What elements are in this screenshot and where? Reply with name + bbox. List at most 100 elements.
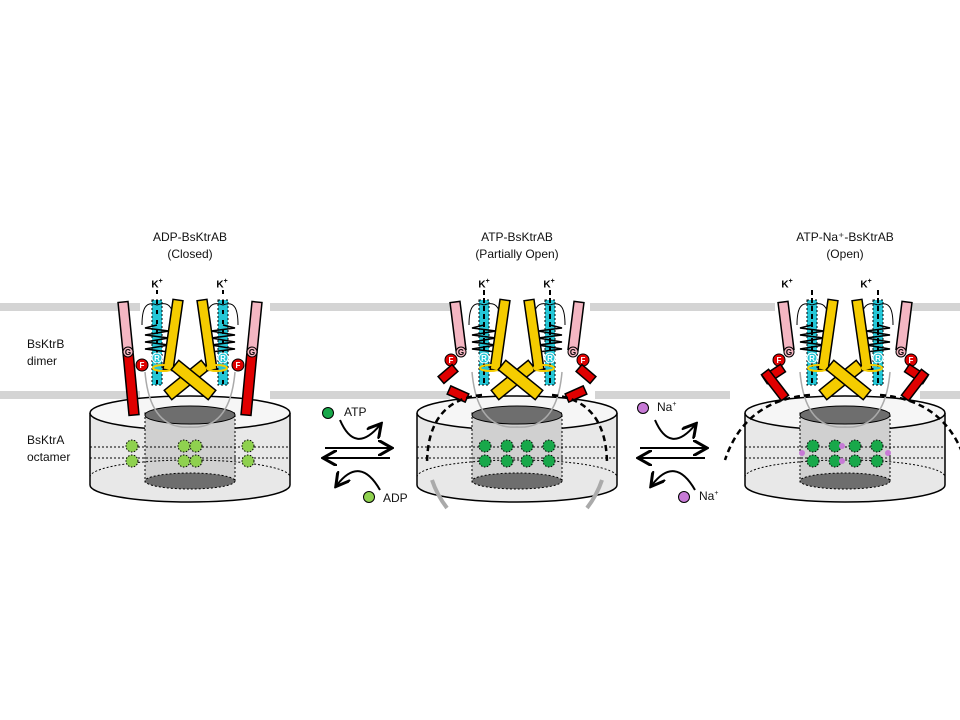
linker-loop — [799, 371, 891, 428]
atp-molecule — [848, 439, 862, 453]
atp-molecule — [520, 439, 534, 453]
adp-molecule — [177, 439, 191, 453]
pink-helix-left — [449, 300, 467, 352]
na-ion — [839, 443, 845, 449]
atp-label: ATP — [344, 405, 367, 419]
adp-molecule — [241, 439, 255, 453]
k-ion-label: K+ — [216, 278, 228, 291]
glycine-hinge-right — [567, 346, 579, 358]
membrane-outer-leaflet — [590, 303, 775, 311]
glycine-hinge-left — [455, 346, 467, 358]
yellow-cross-helix-right — [825, 359, 872, 401]
r-residue-left — [806, 352, 818, 364]
atp-molecule — [520, 454, 534, 468]
yellow-helix-right — [523, 298, 545, 372]
yellow-helix-left — [489, 298, 511, 372]
pore-top — [471, 405, 563, 425]
atp-molecule — [478, 454, 492, 468]
atp-molecule — [848, 454, 862, 468]
na-out-label: Na+ — [699, 489, 719, 503]
pore-bottom — [144, 472, 236, 490]
linker-loop — [144, 371, 236, 428]
membrane-inner-leaflet — [920, 391, 960, 399]
r-residue-right — [872, 352, 884, 364]
membrane-outer-leaflet — [905, 303, 960, 311]
released-ligand-icon — [363, 491, 375, 503]
bsktrb-dimer-label: BsKtrB dimer — [27, 336, 64, 370]
atp-molecule — [500, 454, 514, 468]
r-residue-left — [478, 352, 490, 364]
panel-closed-title: ADP-BsKtrAB (Closed) — [153, 229, 227, 263]
binding-arrow — [654, 419, 695, 440]
atp-molecule — [806, 454, 820, 468]
red-helix-segment-right — [900, 368, 930, 402]
yellow-cross-helix-right — [170, 359, 217, 401]
f-residue-label: F — [449, 356, 454, 365]
g-residue-label: G — [249, 348, 255, 357]
dimer-label: dimer — [27, 354, 58, 368]
membrane-outer-leaflet — [270, 303, 450, 311]
r-residue-label: R — [809, 354, 815, 363]
atp-molecule — [478, 439, 492, 453]
ring-dotted-rim — [89, 459, 291, 478]
yellow-helix-left — [162, 298, 184, 372]
g-residue-label: G — [786, 348, 792, 357]
rotation-arrow — [585, 479, 604, 510]
bound-ligand-icon — [637, 402, 649, 414]
adp-molecule — [125, 454, 139, 468]
yellow-helix-right — [851, 298, 873, 372]
yellow-helix-left — [817, 298, 839, 372]
k-ion-label: K+ — [781, 278, 793, 291]
membrane-inner-leaflet — [595, 391, 730, 399]
adp-molecule — [177, 454, 191, 468]
bound-ligand-icon — [322, 407, 334, 419]
f-residue-label: F — [140, 361, 145, 370]
panel-partial-title: ATP-BsKtrAB (Partially Open) — [475, 229, 558, 263]
panel-open-title: ATP-Na⁺-BsKtrAB (Open) — [796, 229, 893, 263]
pink-helix-right — [895, 300, 913, 352]
panel-state: (Partially Open) — [475, 247, 559, 261]
adp-label: ADP — [383, 491, 408, 505]
r-residue-label: R — [154, 354, 160, 363]
f-residue-label: F — [581, 356, 586, 365]
g-residue-label: G — [458, 348, 464, 357]
na-in-label: Na+ — [657, 400, 677, 414]
equilibrium-arrows — [322, 407, 391, 503]
atp-molecule — [500, 439, 514, 453]
bsktra-label: BsKtrA — [27, 433, 65, 447]
panel-state: (Closed) — [167, 247, 213, 261]
adp-molecule — [125, 439, 139, 453]
g-residue-label: G — [570, 348, 576, 357]
binding-arrow — [339, 419, 380, 440]
glycine-hinge-right — [895, 346, 907, 358]
opening-arrow-right — [551, 393, 609, 466]
r-residue-right — [544, 352, 556, 364]
linker-loop — [471, 371, 563, 428]
atp-molecule — [542, 454, 556, 468]
glycine-hinge-left — [122, 346, 134, 358]
yellow-loop-right — [861, 364, 883, 372]
equilibrium-arrows — [637, 402, 706, 503]
red-helix-segment-left — [760, 368, 790, 402]
panel-state: (Open) — [826, 247, 864, 261]
glycine-hinge-left — [783, 346, 795, 358]
pore-bottom — [471, 472, 563, 490]
pore-top — [144, 405, 236, 425]
membrane-inner-leaflet — [0, 391, 140, 399]
atp-molecule — [542, 439, 556, 453]
panel-title: ATP-Na⁺-BsKtrAB — [796, 230, 894, 244]
pink-helix-right — [567, 300, 585, 352]
r-residue-label: R — [481, 354, 487, 363]
release-arrow — [337, 470, 381, 491]
panel-title: ADP-BsKtrAB — [152, 230, 228, 244]
rotation-arrow — [430, 479, 449, 510]
pink-helix-left — [777, 300, 795, 352]
r-residue-label: R — [547, 354, 553, 363]
g-residue-label: G — [898, 348, 904, 357]
k-ion-label: K+ — [478, 278, 490, 291]
k-ion-label: K+ — [860, 278, 872, 291]
